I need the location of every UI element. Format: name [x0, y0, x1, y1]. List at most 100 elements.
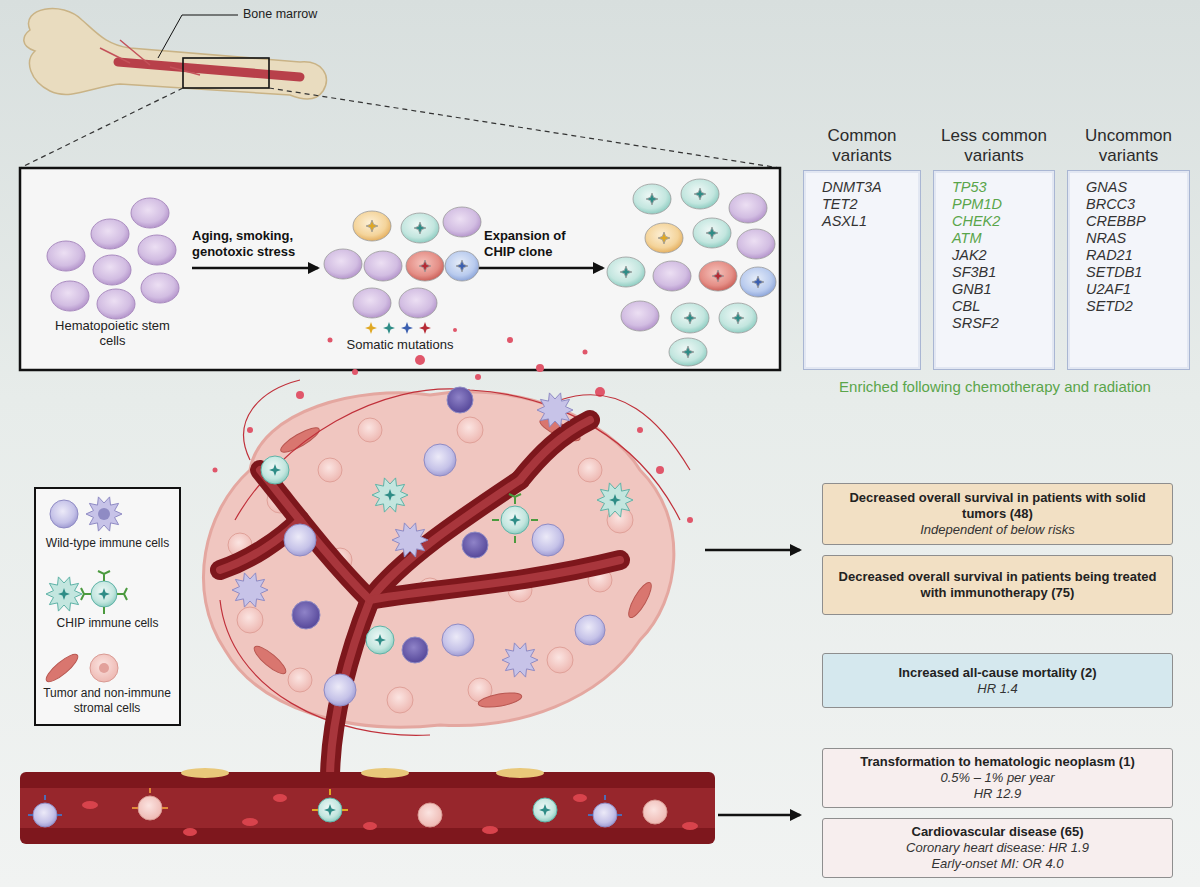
legend-frame	[35, 488, 180, 725]
tumor-illustration-part-part	[536, 364, 544, 372]
tumor-illustration-part-part-part	[370, 560, 620, 600]
expanded-clone-part	[621, 301, 659, 331]
expanded-clone-part	[729, 193, 767, 223]
legend-frame-part	[46, 577, 82, 611]
gene-name: CBL	[952, 298, 1054, 315]
outcome-box: Cardiovascular disease (65)Coronary hear…	[822, 818, 1173, 878]
blood-vessel-part	[593, 803, 617, 827]
note-label: Enriched following chemotherapy and radi…	[795, 378, 1195, 395]
tumor-illustration-part-part	[237, 607, 263, 633]
tumor-illustration-part-part	[244, 380, 300, 460]
blood-vessel-part	[643, 800, 667, 824]
blood-vessel-part-part	[273, 794, 287, 802]
tumor-illustration-part	[220, 420, 620, 780]
tumor-illustration-part-part	[424, 444, 456, 476]
gene-name: PPM1D	[952, 196, 1054, 213]
blood-vessel-part	[324, 804, 336, 816]
outcome-detail: 0.5% – 1% per year	[940, 770, 1054, 786]
tumor-illustration-part-part	[213, 468, 218, 473]
expanded-clone-part	[684, 312, 696, 324]
gene-name: RAD21	[1086, 247, 1189, 264]
tumor-illustration-part-part	[269, 464, 281, 476]
tumor-illustration-part-part	[278, 424, 322, 456]
legend-frame-part	[50, 500, 78, 528]
mutated-cells-part	[456, 260, 468, 272]
gene-name: GNB1	[952, 281, 1054, 298]
expanded-clone-part	[693, 218, 731, 248]
blood-vessel-part	[20, 788, 715, 828]
bone-illustration-part	[158, 15, 238, 58]
legend-frame-part	[81, 571, 127, 614]
tumor-illustration-part-part	[532, 524, 564, 556]
blood-vessel-part-part	[573, 794, 587, 802]
tumor-illustration-part-part	[220, 420, 620, 780]
expanded-clone-part	[694, 188, 706, 200]
blood-vessel	[20, 768, 715, 844]
tumor-illustration-part-part	[220, 600, 430, 735]
tumor-illustration-part-part	[447, 387, 473, 413]
tumor-illustration-part-part	[318, 458, 342, 482]
tumor-illustration-part-part-part	[520, 420, 590, 480]
tumor-illustration-part-part	[387, 687, 413, 713]
tumor-illustration-part-part	[625, 580, 655, 621]
variant-box: Uncommon variantsGNASBRCC3CREBBPNRASRAD2…	[1067, 116, 1190, 370]
tumor-illustration-part-part	[583, 350, 588, 355]
tumor-illustration-part-part	[502, 643, 538, 677]
expanded-clone-part	[752, 276, 764, 288]
bone-illustration-part	[24, 9, 326, 99]
tumor-illustration-part-part	[637, 427, 643, 433]
gene-name: TP53	[952, 179, 1054, 196]
expanded-clone-part	[658, 232, 670, 244]
variant-list: GNASBRCC3CREBBPNRASRAD21SETDB1U2AF1SETD2	[1067, 170, 1190, 370]
blood-vessel-part	[138, 796, 162, 820]
tumor-illustration-part	[220, 380, 690, 735]
outcome-detail: Coronary heart disease: HR 1.9	[906, 840, 1089, 856]
cell-label: Somatic mutations	[335, 337, 465, 352]
legend-frame-part	[86, 497, 122, 531]
gene-name: NRAS	[1086, 230, 1189, 247]
blood-vessel-part-part	[682, 822, 698, 830]
blood-vessel-part-part	[183, 828, 197, 836]
expanded-clone-part	[645, 223, 683, 253]
tumor-illustration-part-part	[547, 647, 573, 673]
tumor-illustration-part-part	[477, 690, 522, 709]
expanded-clone-part	[732, 312, 744, 324]
tumor-illustration-part-part	[402, 637, 428, 663]
outcome-box: Increased all-cause mortality (2)HR 1.4	[822, 653, 1173, 708]
legend-frame-part	[98, 508, 110, 520]
tumor-illustration	[203, 328, 693, 780]
outcome-arrows	[705, 550, 800, 815]
gene-name: CREBBP	[1086, 213, 1189, 230]
tumor-illustration-part-part	[457, 417, 483, 443]
mutated-cells	[324, 207, 481, 334]
blood-vessel-part	[318, 798, 342, 822]
mutated-cells-part	[365, 322, 377, 334]
stem-cells	[47, 198, 179, 319]
outcome-title: Transformation to hematologic neoplasm (…	[860, 754, 1134, 770]
expanded-clone-part	[682, 346, 694, 358]
process-label: Aging, smoking, genotoxic stress	[192, 228, 318, 260]
expanded-clone-part	[712, 270, 724, 282]
tumor-illustration-part-part	[324, 674, 356, 706]
expanded-clone-part	[669, 338, 707, 366]
gene-name: BRCC3	[1086, 196, 1189, 213]
zoom-panel-part	[20, 168, 780, 370]
blood-vessel-part	[20, 772, 715, 844]
outcome-title: Decreased overall survival in patients w…	[833, 490, 1162, 522]
tumor-illustration-part-part	[509, 514, 521, 526]
tumor-illustration-part-part	[384, 489, 396, 501]
tumor-illustration-part-part	[352, 369, 358, 375]
expanded-clone-part	[706, 227, 718, 239]
mutated-cells-part	[443, 207, 481, 237]
expanded-clone-part	[699, 261, 737, 291]
gene-name: SRSF2	[952, 315, 1054, 332]
mutated-cells-part	[353, 211, 391, 241]
gene-name: GNAS	[1086, 179, 1189, 196]
bone-illustration-part	[118, 62, 300, 77]
mutated-cells-part	[399, 288, 437, 318]
stem-cells-part	[138, 235, 176, 265]
bone-illustration-part	[183, 58, 269, 88]
expanded-clone-part	[607, 257, 645, 287]
mutated-cells-part	[401, 322, 413, 334]
